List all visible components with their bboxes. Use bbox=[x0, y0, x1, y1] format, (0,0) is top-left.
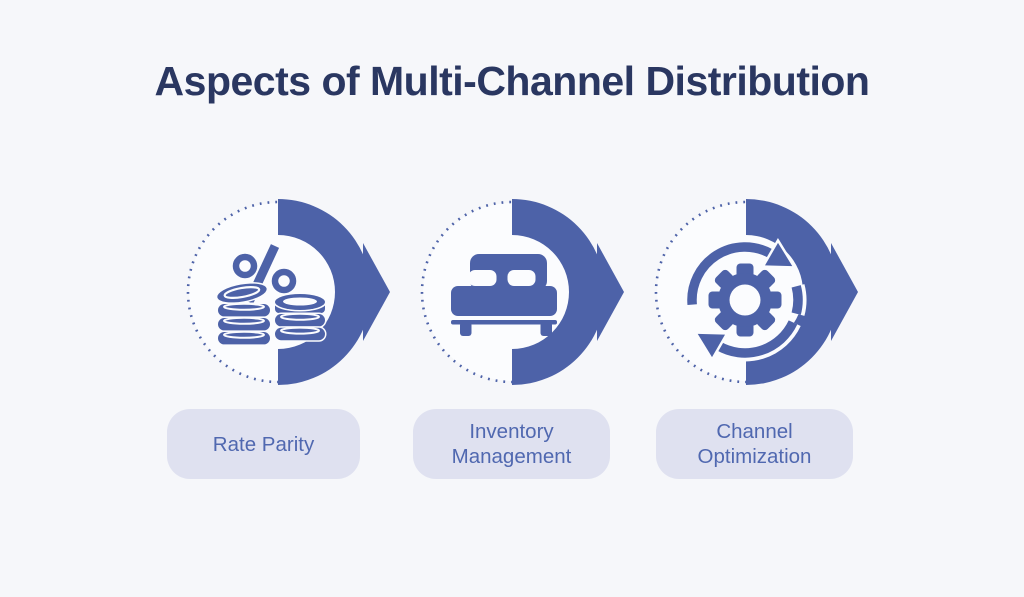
arrow-ring bbox=[512, 199, 605, 385]
arrow-tip bbox=[597, 243, 624, 341]
coins-percent-icon bbox=[186, 199, 390, 385]
arrow-ring bbox=[746, 199, 839, 385]
label-inventory-management: Inventory Management bbox=[413, 409, 610, 479]
page-title: Aspects of Multi-Channel Distribution bbox=[154, 58, 870, 104]
label-line: Inventory bbox=[469, 420, 554, 443]
gear-refresh-icon bbox=[654, 199, 858, 385]
arrow-tip bbox=[831, 243, 858, 341]
label-line: Management bbox=[451, 445, 572, 468]
bed-icon bbox=[420, 199, 624, 385]
arrow-tip bbox=[363, 243, 390, 341]
label-line: Channel bbox=[716, 420, 793, 443]
label-channel-optimization: Channel Optimization bbox=[656, 409, 853, 479]
label-line: Optimization bbox=[697, 445, 812, 468]
label-rate-parity: Rate Parity bbox=[167, 409, 360, 479]
label-line: Rate Parity bbox=[212, 432, 315, 456]
arrow-ring bbox=[278, 199, 371, 385]
